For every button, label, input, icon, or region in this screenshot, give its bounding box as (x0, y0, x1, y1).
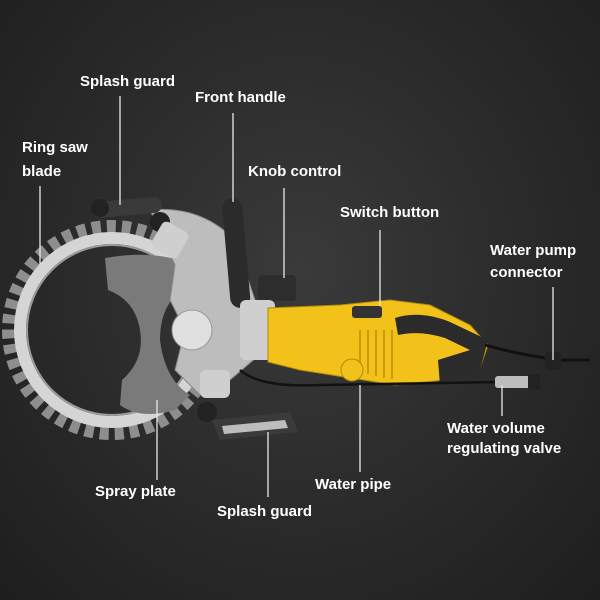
label-splash-guard-bottom: Splash guard (217, 503, 313, 520)
knob-control (258, 275, 296, 301)
label-ring-saw-blade-1: Ring saw (22, 139, 88, 156)
leader-lines (39, 96, 554, 497)
label-water-volume-valve-2: regulating valve (447, 440, 562, 457)
front-handle (222, 198, 251, 308)
splash-guard-top (91, 197, 189, 259)
label-splash-guard-top: Splash guard (80, 73, 176, 90)
label-water-volume-valve-1: Water volume (447, 420, 545, 437)
splash-guard-bottom (197, 370, 298, 440)
label-front-handle: Front handle (195, 89, 286, 106)
power-cord (484, 343, 590, 362)
label-switch-button: Switch button (340, 204, 440, 221)
rear-handle (395, 314, 488, 385)
label-water-pump-connector-2: connector (490, 264, 563, 281)
water-valve (495, 376, 535, 388)
label-ring-saw-blade-2: blade (22, 163, 62, 180)
water-pipe (239, 369, 501, 387)
label-water-pipe: Water pipe (315, 476, 392, 493)
label-knob-control: Knob control (248, 163, 342, 180)
label-water-pump-connector-1: Water pump (490, 242, 577, 259)
spray-plate (105, 254, 190, 414)
label-spray-plate: Spray plate (95, 483, 176, 500)
switch-button (352, 306, 382, 318)
